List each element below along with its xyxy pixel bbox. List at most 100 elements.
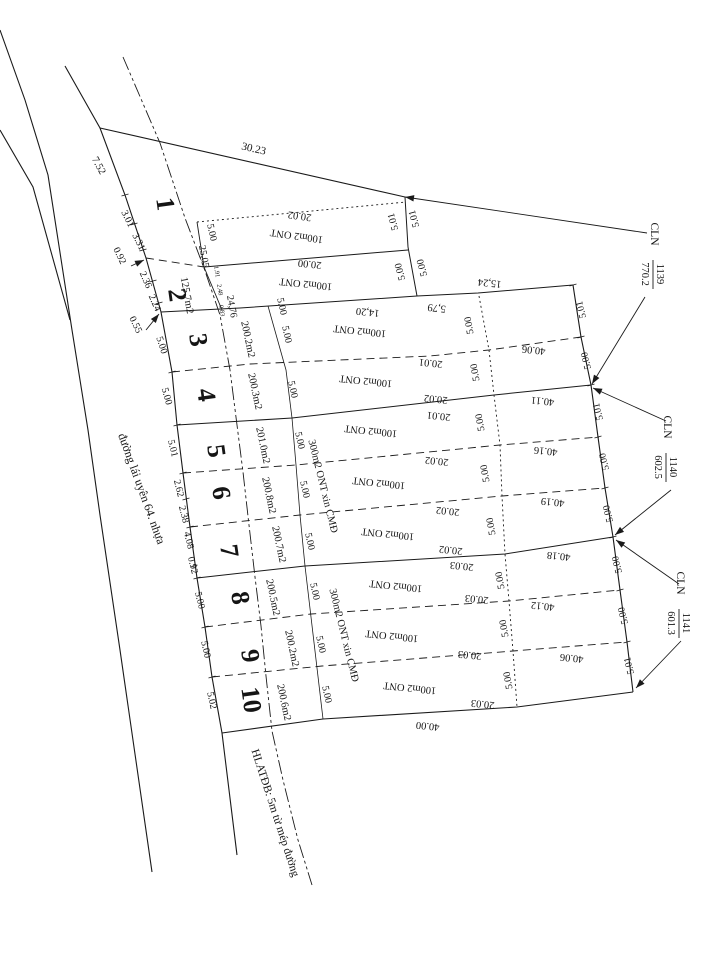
dimension-label: 100m2 ONT	[338, 372, 393, 389]
parcel-number: 2	[162, 286, 193, 303]
separator-5-6	[182, 436, 600, 474]
cln-parcel-area: 601.3	[665, 611, 676, 635]
dimension-label: 40.12	[530, 599, 555, 612]
separator-3-4	[171, 336, 582, 373]
dimension-label: 200.2m2	[282, 629, 300, 668]
leader-line	[404, 196, 648, 234]
dimension-label: 100m2 ONT	[332, 322, 387, 339]
dimension-label: 200.6m2	[274, 683, 292, 722]
tick-mark	[208, 675, 216, 679]
dimension-label: 5.00	[297, 480, 311, 499]
cln-type-label: CLN	[648, 223, 660, 247]
dimension-label: 20.03	[470, 697, 495, 710]
dimension-label: 5.02	[204, 691, 218, 710]
dimension-label: 24,76	[224, 295, 239, 319]
tick-mark	[201, 625, 209, 629]
cln-type-label: CLN	[674, 572, 686, 596]
dimension-label: 100m2 ONT	[343, 422, 398, 439]
separator-1-2-a	[145, 257, 205, 268]
dimension-label: 100m2 ONT	[269, 226, 324, 244]
dimension-label: 20.00	[297, 257, 322, 270]
road-outer-edge	[0, 29, 153, 873]
parcel-number: 8	[225, 589, 256, 606]
tick-mark	[173, 423, 181, 427]
separator-1-2-b	[203, 249, 409, 268]
dimension-labels: 30.237.523.013.310.922.362.240.555.005.0…	[89, 140, 637, 878]
dimension-label: 5.00	[616, 606, 631, 626]
dimension-label: 5.00	[302, 532, 316, 551]
arrowhead	[616, 540, 626, 548]
separator-2-3	[160, 284, 574, 313]
dimension-label: 5.00	[502, 671, 516, 690]
dimension-label: 5.00	[597, 452, 612, 472]
dimension-label: 5.00	[204, 223, 218, 242]
dimension-label: 0.92	[185, 556, 200, 576]
dimension-label: 0.55	[126, 315, 144, 336]
dimension-label: 20.02	[438, 543, 463, 556]
boundary-lines	[0, 29, 634, 886]
dimension-label: 100m2 ONT	[351, 474, 406, 491]
separator-6-7	[189, 487, 606, 528]
measure-ticks	[121, 193, 631, 679]
dimension-label: 200.2m2	[238, 320, 256, 359]
arrowhead	[592, 374, 600, 384]
dimension-label: 2.36	[137, 270, 154, 290]
dimension-label: 201.0m2	[253, 426, 271, 465]
dimension-label: 40.18	[546, 549, 571, 562]
dimension-label: HLATĐB: 5m từ mép đường	[249, 748, 302, 879]
dimension-label: 5.01	[591, 402, 606, 422]
leader-line	[615, 539, 680, 585]
dimension-label: 5.00	[159, 386, 174, 406]
dimension-label: 200.3m2	[245, 372, 263, 411]
dimension-label: 5.00	[601, 504, 616, 524]
dimension-label: 20.02	[424, 454, 449, 467]
dimension-label: đường lái uyên 64. nhựa	[115, 431, 168, 546]
dimension-label: 40.11	[531, 394, 555, 407]
leader-line	[591, 296, 646, 385]
dimension-label: 20.03	[464, 592, 489, 605]
dimension-label: 40.19	[540, 495, 565, 508]
parcel-number: 4	[191, 386, 222, 403]
dimension-label: 0.83	[217, 305, 226, 317]
dimension-label: 5.00	[485, 517, 499, 536]
dimension-label: 5.00	[192, 591, 207, 611]
dimension-label: 5.01	[407, 209, 422, 229]
tick-mark	[186, 525, 194, 529]
tick-mark	[130, 222, 138, 226]
dimension-label: 5.00	[393, 262, 408, 282]
tick-mark	[121, 193, 129, 197]
inner-column-line	[267, 305, 324, 720]
dimension-label: 20.02	[287, 208, 312, 222]
dimension-label: 5.01	[386, 212, 401, 232]
dimension-label: 5.00	[579, 351, 594, 371]
parcel-number: 5	[201, 442, 232, 459]
cln-parcel-area: 770.2	[639, 262, 650, 286]
tick-mark	[587, 383, 595, 387]
tick-mark	[569, 283, 577, 287]
road-outer-edge-2	[0, 129, 71, 321]
dimension-label: 5.00	[313, 635, 327, 654]
tick-mark	[179, 471, 187, 475]
leader-line	[592, 387, 667, 422]
cell2-left	[203, 266, 223, 311]
cln-type-label: CLN	[661, 416, 673, 440]
leader-line	[635, 640, 682, 689]
dimension-label: 30.23	[240, 140, 267, 157]
dimension-label: 5.00	[319, 685, 333, 704]
leader-arrows	[130, 195, 682, 689]
tick-mark	[577, 335, 585, 339]
dimension-label: 2.48	[215, 284, 224, 296]
dimension-label: 20.02	[423, 392, 448, 405]
dimension-label: 5.00	[153, 335, 169, 355]
tick-mark	[601, 486, 609, 490]
cln-parcel-area: 602.5	[652, 455, 663, 479]
tick-mark	[168, 370, 176, 374]
dimension-label: 25,05	[196, 245, 211, 269]
arrowhead	[405, 195, 415, 202]
arrowhead	[636, 679, 645, 688]
